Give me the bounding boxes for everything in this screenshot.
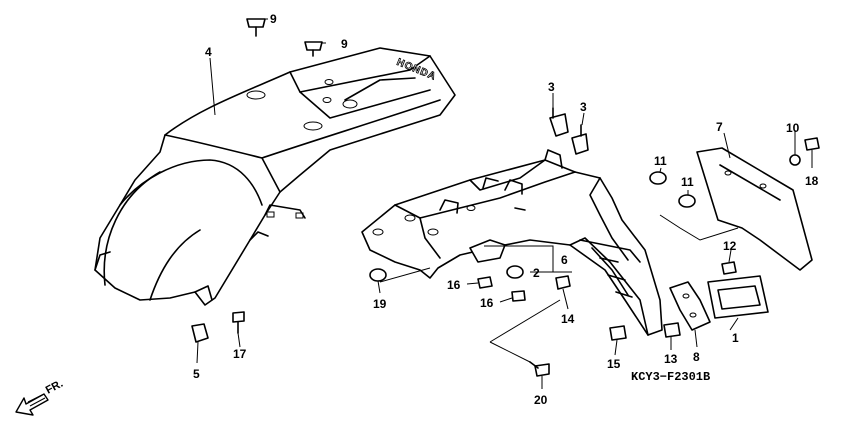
bolt-16-upper: [477, 276, 493, 289]
callout-7: 7: [716, 120, 723, 134]
callout-16-lower: 16: [480, 296, 494, 310]
callout-11-upper: 11: [654, 154, 667, 168]
clip-5: [191, 323, 209, 343]
bolt-20: [529, 361, 550, 377]
clip-3-right: [571, 124, 589, 155]
bolt-17: [232, 311, 245, 334]
callout-3-left: 3: [548, 80, 555, 94]
callout-16-upper: 16: [447, 278, 461, 292]
grommet-11-upper: [649, 171, 667, 185]
callout-1: 1: [732, 331, 739, 345]
callout-13: 13: [664, 352, 678, 366]
callout-20: 20: [534, 393, 548, 407]
washer-10: [789, 154, 801, 166]
stay-8: [669, 281, 711, 331]
grommet-11-lower: [678, 194, 696, 208]
bolt-9-lower: [304, 41, 323, 57]
nut-13: [663, 322, 681, 338]
license-light-1: [707, 275, 769, 319]
bolt-18: [804, 137, 820, 151]
callout-5: 5: [193, 367, 200, 381]
nut-14: [555, 275, 571, 290]
grommet-19: [369, 268, 387, 282]
callout-4: 4: [205, 45, 212, 59]
callout-19: 19: [373, 297, 387, 311]
callout-labels: 1 2 3 3 4 5 6 7 8 9 9 10 11 11 12 13 14 …: [193, 12, 819, 407]
callout-6: 6: [561, 253, 568, 267]
diagram-code: KCY3−F2301B: [631, 370, 710, 384]
callout-8: 8: [693, 350, 700, 364]
callout-9-upper: 9: [270, 12, 277, 26]
callout-10: 10: [786, 121, 800, 135]
callout-9-lower: 9: [341, 37, 348, 51]
bolt-16-lower: [511, 290, 526, 302]
screw-12: [721, 261, 737, 275]
bolt-9-upper: [246, 18, 266, 37]
callout-18: 18: [805, 174, 819, 188]
license-plate-base: [696, 147, 813, 271]
front-direction-label: FR.: [44, 378, 65, 397]
callout-2: 2: [533, 266, 540, 280]
leader-lines: [196, 18, 813, 389]
rear-fender: HONDA: [94, 47, 456, 306]
rear-frame-bracket: [361, 149, 663, 336]
collar-2: [506, 265, 524, 279]
callout-3-right: 3: [580, 100, 587, 114]
front-direction-arrow: FR.: [15, 378, 65, 416]
callout-12: 12: [723, 239, 737, 253]
nut-15: [609, 325, 627, 341]
callout-14: 14: [561, 312, 575, 326]
callout-17: 17: [233, 347, 247, 361]
callout-15: 15: [607, 357, 621, 371]
callout-11-lower: 11: [681, 175, 694, 189]
clip-3-left: [549, 107, 569, 137]
